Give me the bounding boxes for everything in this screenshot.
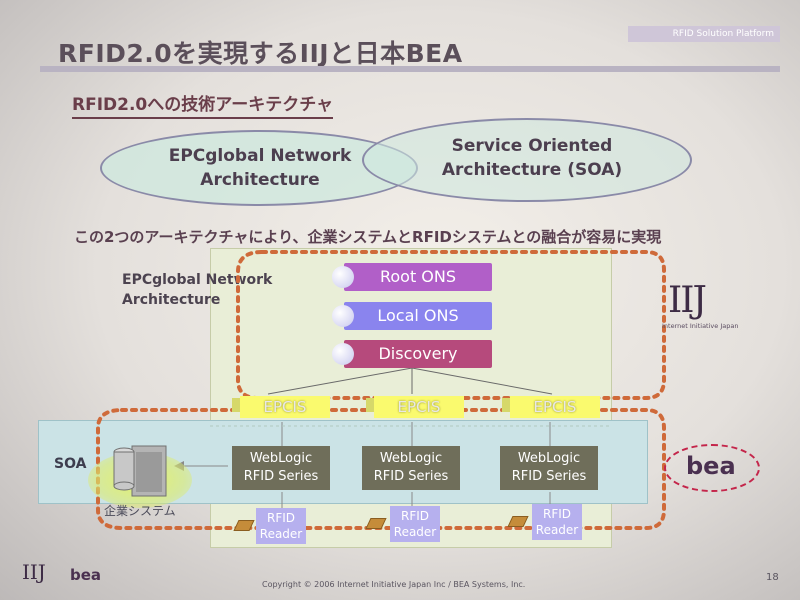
weblogic-line1: WebLogic	[379, 451, 443, 466]
weblogic-rfid-box: WebLogic RFID Series	[500, 446, 598, 490]
epcis-chip-icon	[502, 398, 512, 412]
section-subtitle: RFID2.0への技術アーキテクチャ	[72, 90, 334, 119]
weblogic-line2: RFID Series	[511, 469, 587, 484]
platform-banner: RFID Solution Platform	[628, 26, 780, 42]
epc-ellipse-line1: EPCglobal Network	[168, 146, 352, 166]
soa-ellipse	[362, 118, 692, 202]
soa-ellipse-line2: Architecture (SOA)	[441, 160, 623, 180]
epc-ellipse-text: EPCglobal Network Architecture	[130, 144, 390, 192]
weblogic-line2: RFID Series	[373, 469, 449, 484]
discovery-bar: Discovery	[344, 340, 492, 368]
epc-network-label-line1: EPCglobal Network	[122, 272, 273, 288]
epcis-box: EPCIS	[510, 396, 600, 418]
rfid-reader-box: RFID Reader	[390, 506, 440, 542]
weblogic-rfid-box: WebLogic RFID Series	[362, 446, 460, 490]
root-ons-orb-front-icon	[332, 266, 354, 288]
local-ons-bar: Local ONS	[344, 302, 492, 330]
local-ons-orb-icon	[332, 305, 354, 327]
reader-line2: Reader	[259, 527, 303, 541]
weblogic-line1: WebLogic	[517, 451, 581, 466]
rfid-reader-box: RFID Reader	[256, 508, 306, 544]
iij-logo: IIJ	[668, 280, 707, 321]
soa-ellipse-text: Service Oriented Architecture (SOA)	[402, 134, 662, 182]
bea-logo: bea	[686, 452, 736, 480]
epc-network-label-line2: Architecture	[122, 292, 221, 308]
rfid-reader-box: RFID Reader	[532, 504, 582, 540]
reader-line1: RFID	[266, 511, 296, 525]
footer-bea-logo: bea	[70, 566, 102, 584]
epcis-chip-icon	[366, 398, 376, 412]
iij-logo-subtitle: Internet Initiative Japan	[662, 322, 739, 330]
soa-ellipse-line1: Service Oriented	[451, 136, 613, 156]
reader-line2: Reader	[535, 523, 579, 537]
weblogic-line2: RFID Series	[243, 469, 319, 484]
epcis-box: EPCIS	[240, 396, 330, 418]
epcis-box: EPCIS	[374, 396, 464, 418]
reader-line1: RFID	[542, 507, 572, 521]
copyright-text: Copyright © 2006 Internet Initiative Jap…	[262, 580, 526, 589]
epc-network-label: EPCglobal Network Architecture	[122, 270, 272, 310]
reader-line1: RFID	[400, 509, 430, 523]
title-underline-bar	[40, 66, 780, 72]
page-number: 18	[766, 572, 779, 583]
discovery-orb-icon	[332, 343, 354, 365]
slide-title: RFID2.0を実現するIIJと日本BEA	[58, 39, 463, 68]
epc-ellipse-line2: Architecture	[200, 170, 320, 190]
enterprise-system-label: 企業システム	[104, 504, 176, 518]
enterprise-server-icon	[113, 445, 167, 497]
weblogic-rfid-box: WebLogic RFID Series	[232, 446, 330, 490]
soa-label: SOA	[54, 456, 87, 472]
reader-line2: Reader	[393, 525, 437, 539]
weblogic-line1: WebLogic	[249, 451, 313, 466]
epcis-chip-icon	[232, 398, 242, 412]
footer-iij-logo: IIJ	[22, 560, 46, 584]
root-ons-bar: Root ONS	[344, 263, 492, 291]
bea-logo-ring-icon	[664, 444, 760, 492]
explanation-note: この2つのアーキテクチャにより、企業システムとRFIDシステムとの融合が容易に実…	[74, 228, 662, 246]
